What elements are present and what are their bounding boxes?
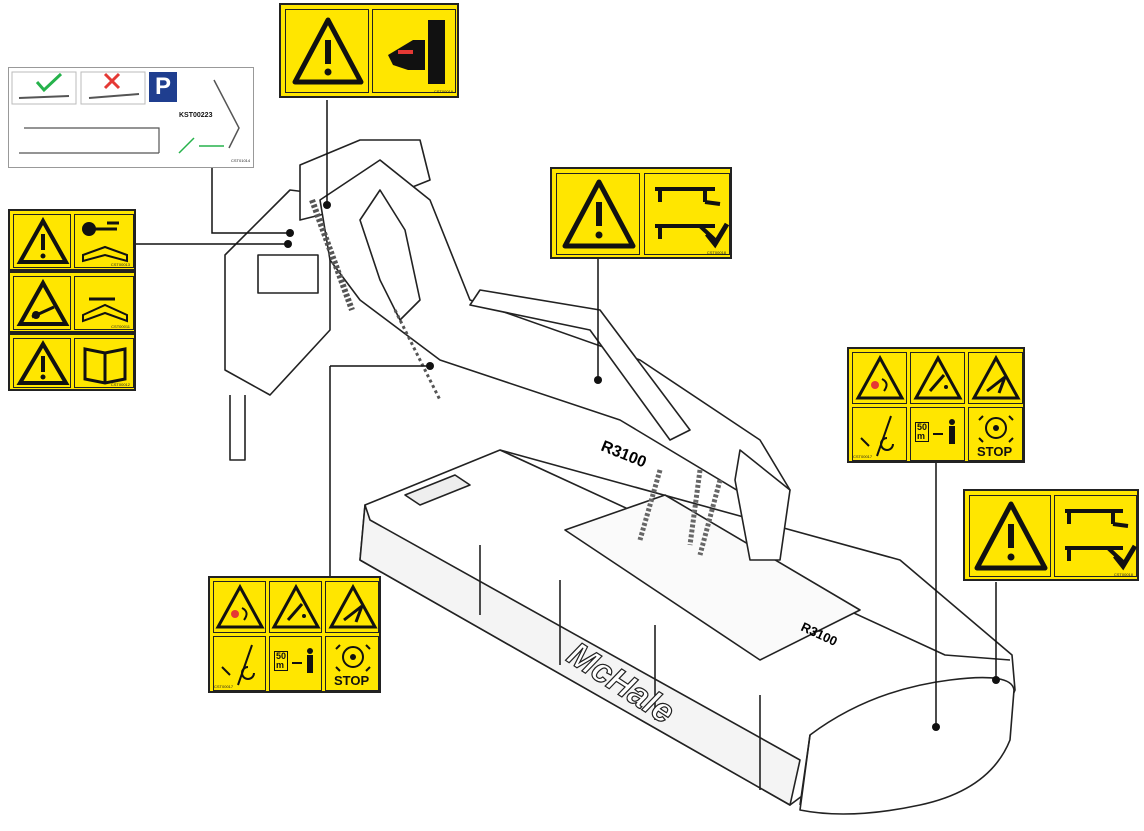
key-manual-decal: CST00013 — [8, 209, 136, 271]
warning-entanglement-icon — [855, 354, 905, 400]
lift-arm-icon — [1065, 509, 1138, 571]
warning-blade-icon — [328, 583, 378, 629]
warning-triangle-icon — [974, 501, 1048, 571]
no-cross-icon — [103, 72, 121, 90]
crush-hand-icon — [388, 20, 445, 84]
wait-stop-icon — [860, 415, 894, 457]
key-manual-icon — [82, 221, 128, 263]
parking-part-number: KST00223 — [179, 112, 213, 119]
warning-triangle-icon — [292, 17, 364, 85]
parking-code: CST01014 — [231, 158, 251, 163]
warning-thrown-objects-icon — [913, 354, 963, 400]
warning-triangle-icon — [16, 340, 70, 385]
warning-entanglement-icon — [215, 583, 265, 629]
wait-stop-icon — [221, 644, 255, 686]
tractor-manual-decal: CST00011 — [8, 271, 136, 333]
rotating-disc-icon — [335, 644, 371, 672]
stop-label: STOP — [977, 444, 1013, 459]
end-drum — [799, 676, 1015, 815]
warning-triangle-icon — [562, 179, 636, 249]
warning-thrown-objects-icon — [271, 583, 321, 629]
warning-blade-icon — [971, 354, 1021, 400]
ok-check-icon — [35, 72, 63, 93]
book-icon — [83, 347, 127, 385]
warning-triangle-icon — [16, 216, 70, 264]
svg-text:R3100: R3100 — [599, 438, 649, 471]
safe-distance-icon — [933, 419, 955, 444]
leader-lines — [136, 100, 997, 727]
stop-label: STOP — [334, 673, 370, 688]
manual-icon — [82, 297, 128, 323]
crush-hand-decal: CST00019 — [279, 3, 459, 98]
lift-arm-decal-top: CST00018 — [550, 167, 732, 259]
lift-arm-icon — [655, 187, 730, 249]
rotating-disc-icon — [978, 415, 1014, 443]
warning-tractor-icon — [16, 278, 70, 326]
read-manual-decal: CST00012 — [8, 333, 136, 391]
parking-decal: P KST00223 CST01014 — [8, 67, 254, 168]
lift-arm-decal-right: CST00018 — [963, 489, 1139, 581]
spring — [309, 198, 355, 312]
safe-distance-icon — [292, 648, 313, 673]
parking-symbol: P — [149, 72, 177, 102]
